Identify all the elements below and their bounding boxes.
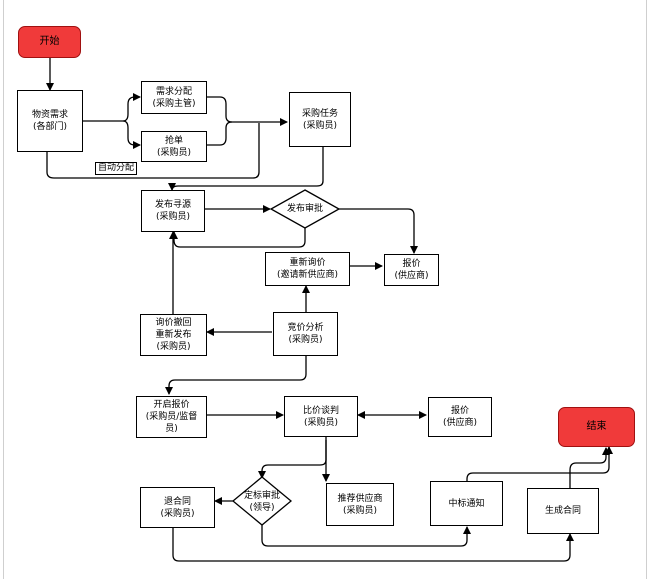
node-re-inquiry[interactable]: 重新询价 (邀请新供应商) [265, 252, 350, 286]
node-purchase-task[interactable]: 采购任务 (采购员) [289, 92, 351, 147]
edge-auto-assign [46, 123, 260, 179]
node-recommend-supplier[interactable]: 推荐供应商 (采购员) [326, 483, 394, 526]
edge-grab-merge [206, 121, 233, 146]
edge-split-to-grab [122, 120, 141, 149]
node-withdraw-republish[interactable]: 询价撤回 重新发布 (采购员) [140, 314, 207, 356]
label-auto-assign: 自动分配 [95, 162, 138, 175]
shape-publish-approval [269, 189, 341, 229]
node-open-quote[interactable]: 开启报价 (采购员/监督 员) [136, 396, 207, 438]
edge-notice-to-end [466, 446, 613, 481]
page-edge-right [646, 0, 647, 579]
node-start[interactable]: 开始 [18, 26, 81, 58]
node-material-demand[interactable]: 物资需求 (各部门) [17, 90, 83, 152]
shape-award-approval [231, 476, 293, 526]
edge-approval-reject [170, 228, 306, 248]
edge-analysis-to-openquote [165, 356, 307, 395]
edge-approval-to-quote [339, 208, 418, 254]
node-generate-contract[interactable]: 生成合同 [527, 488, 599, 534]
edge-contract-to-end [569, 447, 610, 488]
page-edge-left [3, 0, 4, 579]
node-award-notice[interactable]: 中标通知 [430, 481, 503, 526]
node-end[interactable]: 结束 [558, 407, 635, 447]
node-publish-sourcing[interactable]: 发布寻源 (采购员) [141, 190, 205, 232]
edge-return-to-contract [172, 528, 574, 562]
node-quote-2[interactable]: 报价 (供应商) [428, 397, 492, 437]
node-demand-assign[interactable]: 需求分配 (采购主管) [141, 81, 207, 114]
node-compare-negotiate[interactable]: 比价谈判 (采购员) [284, 396, 358, 437]
edge-split-to-assign [122, 93, 141, 122]
node-publish-approval[interactable]: 发布审批 [286, 204, 323, 214]
node-quote-1[interactable]: 报价 (供应商) [384, 254, 439, 286]
node-bid-analysis[interactable]: 竞价分析 (采购员) [273, 312, 338, 356]
edge-award-to-notice [261, 525, 471, 547]
edge-compare-to-award [258, 440, 327, 479]
edge-assign-merge [206, 96, 233, 123]
node-grab-order[interactable]: 抢单 (采购员) [141, 131, 207, 162]
edge-task-to-sourcing [168, 147, 324, 191]
node-return-contract[interactable]: 退合同 (采购员) [140, 487, 215, 528]
node-award-approval[interactable]: 定标审批 (领导) [243, 491, 280, 513]
